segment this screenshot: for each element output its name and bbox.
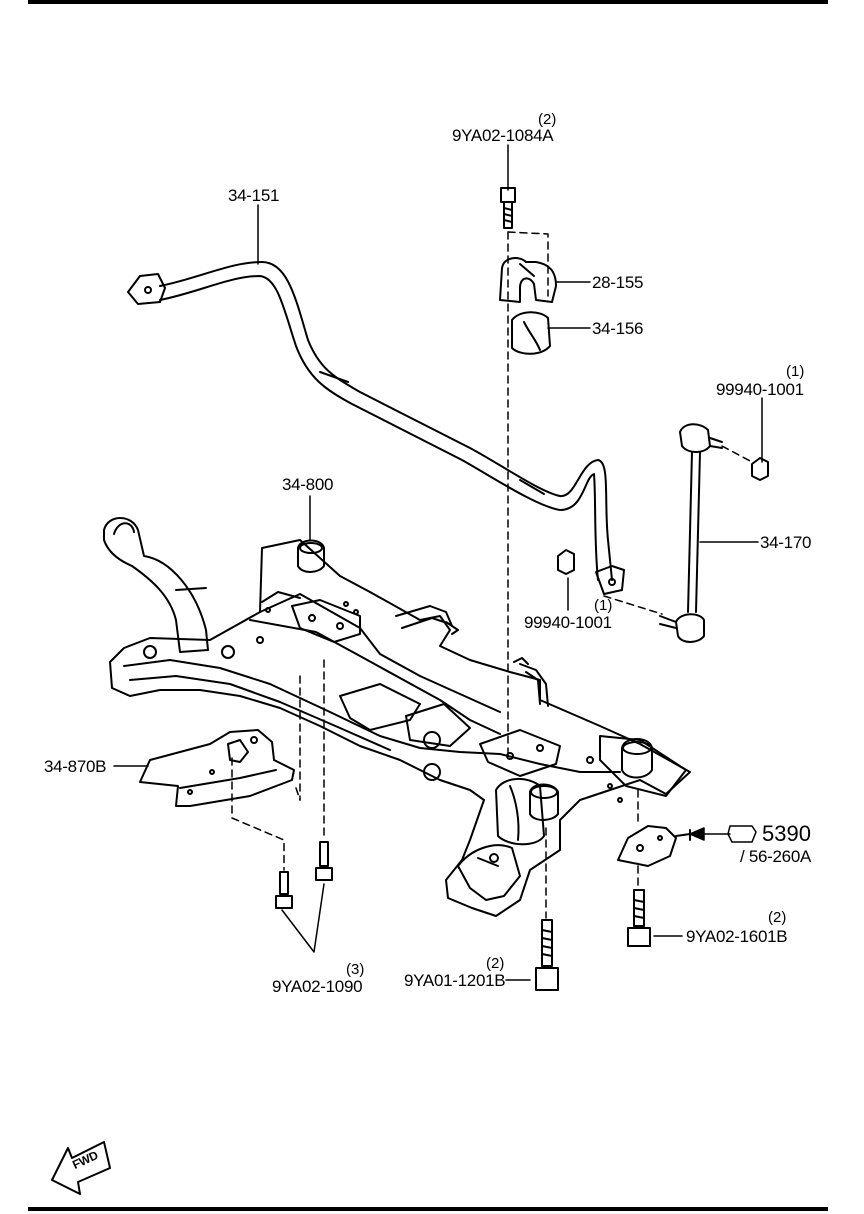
bolt-guard-1[interactable]: [275, 871, 293, 909]
label-link: 34-170: [760, 533, 812, 552]
label-ref-sub[interactable]: / 56-260A: [740, 847, 812, 866]
bolt-right[interactable]: [627, 889, 651, 947]
label-bolt-top: 9YA02-1084A: [452, 126, 554, 145]
qty-bolt-center: (2): [486, 955, 505, 972]
mount-insulator-center[interactable]: [529, 783, 559, 821]
qty-bolt-guard: (3): [346, 961, 365, 978]
qty-nut-right: (1): [786, 363, 805, 380]
fwd-arrow-icon: [51, 1141, 111, 1195]
mount-insulator[interactable]: [297, 539, 325, 573]
label-stabilizer-bar: 34-151: [228, 186, 280, 205]
stabilizer-link[interactable]: [659, 423, 723, 643]
bolt-top[interactable]: [500, 187, 516, 229]
label-bolt-guard: 9YA02-1090: [272, 977, 363, 996]
label-nut-right: 99940-1001: [716, 380, 804, 399]
bracket-clamp[interactable]: [499, 257, 557, 303]
qty-bolt-right: (2): [768, 909, 787, 926]
reference-arrow: [689, 825, 757, 843]
qty-bolt-top: (2): [538, 111, 557, 128]
label-bolt-center: 9YA01-1201B: [404, 971, 506, 990]
bracket-right[interactable]: [617, 825, 691, 867]
frame-top-border: [28, 0, 828, 4]
nut-right[interactable]: [751, 457, 769, 481]
label-bracket: 28-155: [592, 273, 644, 292]
label-guard-plate: 34-870B: [44, 757, 107, 776]
stabilizer-bar[interactable]: [127, 261, 613, 581]
qty-nut-center: (1): [594, 597, 613, 614]
label-ref-section[interactable]: 5390: [762, 821, 811, 846]
mount-insulator-right[interactable]: [621, 738, 653, 779]
leader-lines: [113, 144, 763, 981]
bolt-center[interactable]: [535, 919, 559, 991]
bar-end-bracket: [595, 565, 625, 595]
label-bolt-right: 9YA02-1601B: [686, 927, 788, 946]
label-bushing: 34-156: [592, 319, 644, 338]
bolt-guard-2[interactable]: [315, 841, 333, 881]
guard-plate[interactable]: [139, 729, 295, 807]
frame-bottom-border: [28, 1207, 828, 1211]
front-crossmember[interactable]: [103, 517, 691, 917]
assembly-dashed-lines: [231, 231, 753, 919]
bushing[interactable]: [511, 311, 551, 355]
nut-center[interactable]: [557, 549, 575, 575]
label-crossmember-mount: 34-800: [282, 475, 334, 494]
label-nut-center: 99940-1001: [524, 613, 612, 632]
